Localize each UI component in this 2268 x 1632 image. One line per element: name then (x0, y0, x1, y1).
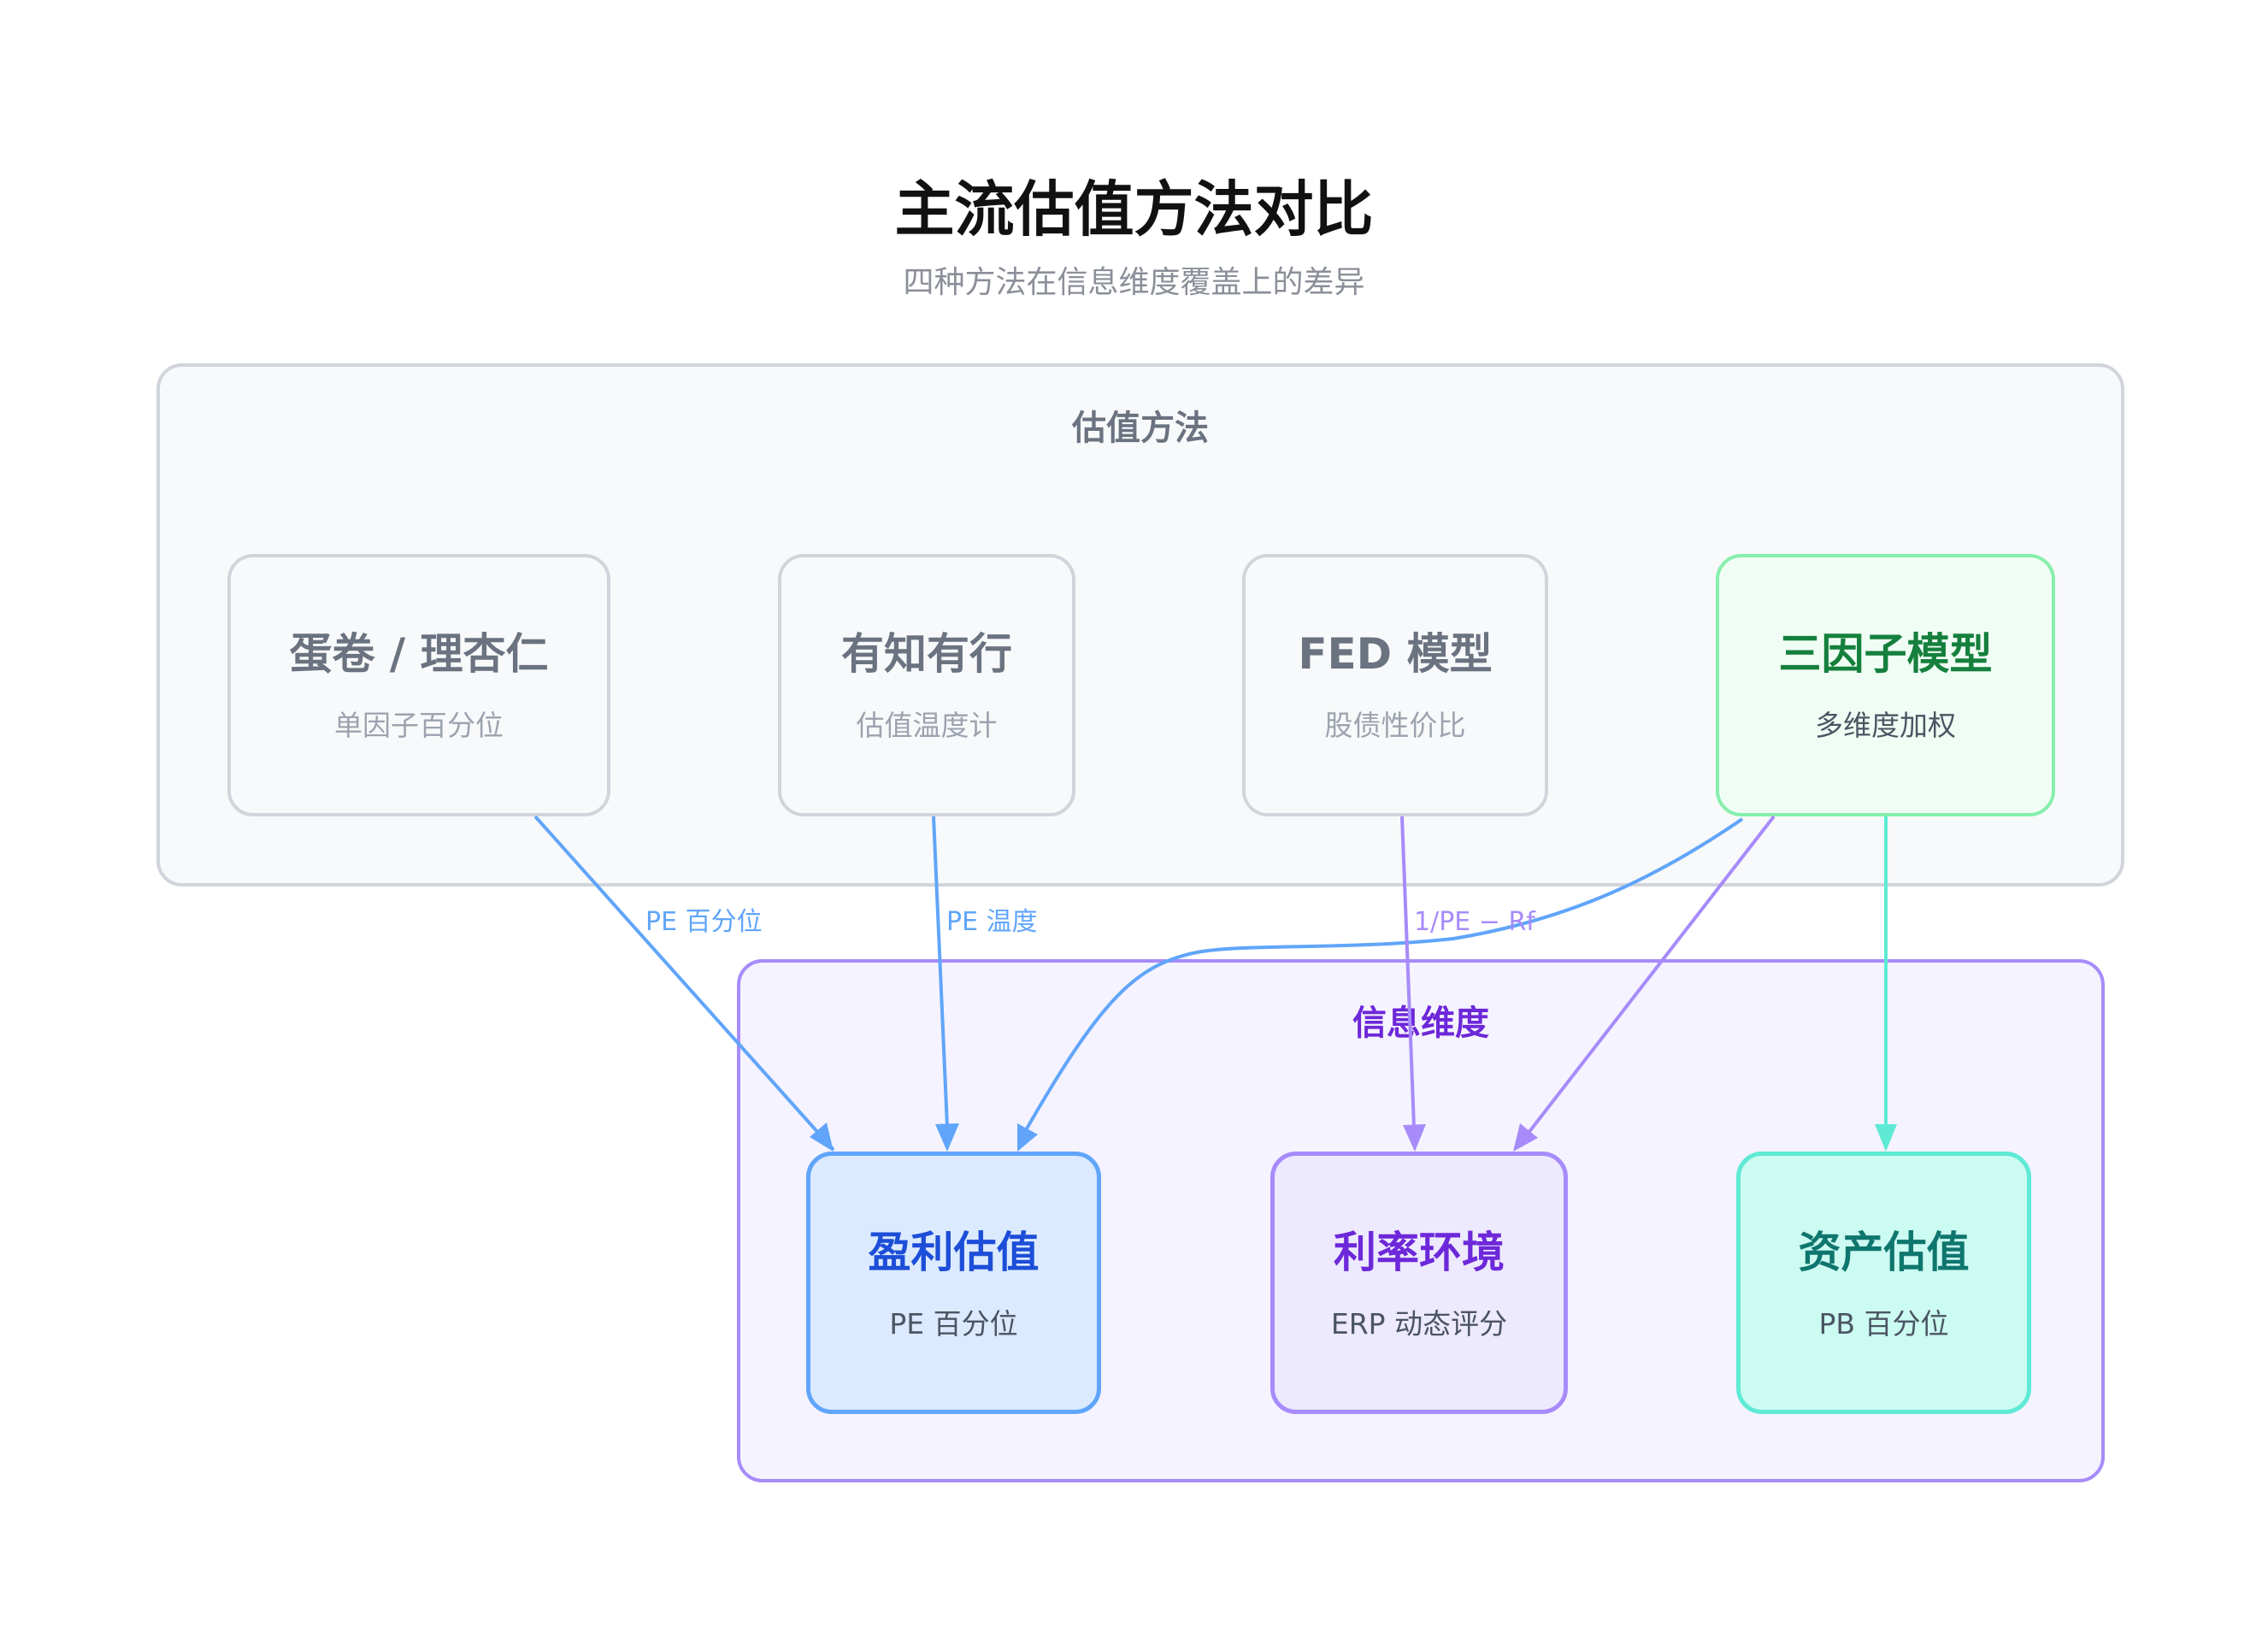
method-node-youzhiyouxing[interactable]: 有知有行 估值温度计 (778, 554, 1075, 816)
diagram-title: 主流估值方法对比 (894, 174, 1374, 245)
method-node-danjuan[interactable]: 蛋卷 / 理杏仁 单因子百分位 (227, 554, 610, 816)
method-title: FED 模型 (1298, 629, 1493, 679)
diagram-subtitle: 四种方法在信息维度覆盖上的差异 (903, 265, 1365, 300)
dimension-title: 盈利估值 (868, 1228, 1040, 1277)
methods-group-label: 估值方法 (1072, 409, 1209, 448)
dimension-node-earnings[interactable]: 盈利估值 PE 百分位 (806, 1152, 1101, 1414)
method-title: 三因子模型 (1778, 629, 1993, 679)
dimension-title: 利率环境 (1334, 1228, 1505, 1277)
edge-label-fed-formula: 1/PE − Rf (1414, 907, 1536, 937)
dimension-subtitle: ERP 动态评分 (1330, 1307, 1508, 1340)
dimension-subtitle: PE 百分位 (889, 1307, 1018, 1340)
method-title: 有知有行 (841, 629, 1012, 679)
method-subtitle: 股债性价比 (1324, 709, 1466, 742)
edge-label-pe-percentile: PE 百分位 (645, 907, 763, 937)
dimension-node-interest-rate[interactable]: 利率环境 ERP 动态评分 (1270, 1152, 1568, 1414)
edge-label-pe-temperature: PE 温度 (946, 907, 1038, 937)
method-node-three-factor[interactable]: 三因子模型 多维度加权 (1716, 554, 2055, 816)
dimension-node-asset[interactable]: 资产估值 PB 百分位 (1736, 1152, 2031, 1414)
dimension-title: 资产估值 (1798, 1228, 1970, 1277)
dimension-subtitle: PB 百分位 (1818, 1307, 1949, 1340)
method-subtitle: 单因子百分位 (334, 709, 504, 742)
method-title: 蛋卷 / 理杏仁 (289, 629, 549, 679)
method-subtitle: 估值温度计 (856, 709, 998, 742)
method-node-fed[interactable]: FED 模型 股债性价比 (1242, 554, 1548, 816)
method-subtitle: 多维度加权 (1815, 709, 1956, 742)
info-group-label: 信息维度 (1352, 1004, 1489, 1043)
